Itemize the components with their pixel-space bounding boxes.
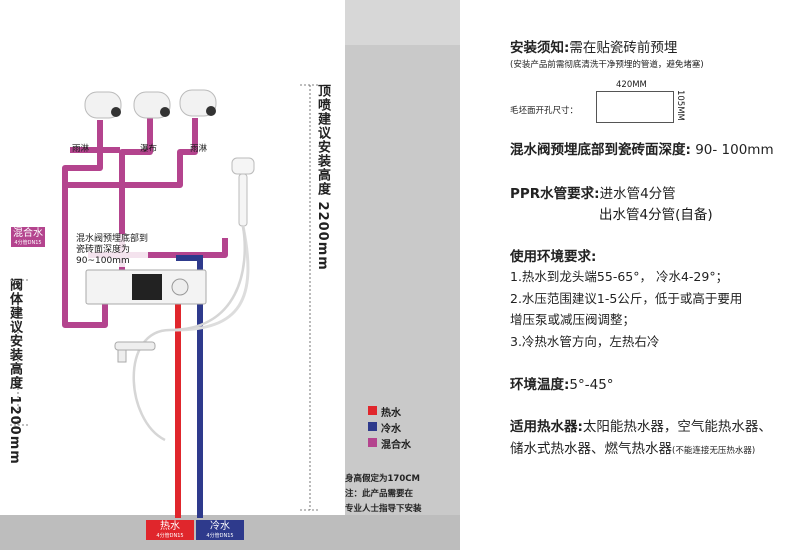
hand-shower-icon [174, 157, 255, 332]
env-title-text: 使用环境要求: [510, 249, 597, 265]
legend-mix-swatch [368, 438, 377, 447]
valve-height-value: 1200mm [7, 395, 22, 465]
mixed-water-tag: 混合水 4分管DN15 [11, 227, 45, 247]
env-requirement-title: 使用环境要求: [510, 245, 596, 265]
temp-title: 环境温度: [510, 377, 570, 393]
install-note-line1: 身高假定为170CM [345, 474, 420, 484]
mixed-water-pipes [62, 118, 228, 328]
legend-mix-label: 混合水 [381, 440, 411, 451]
heater-text1: 太阳能热水器，空气能热水器、 [582, 419, 772, 435]
install-notice-text: 需在贴瓷砖前预埋 [569, 40, 678, 56]
heater-line2: 储水式热水器、燃气热水器(不能连接无压热水器) [510, 437, 755, 457]
hot-water-tag: 热水 4分管DN15 [146, 520, 194, 540]
hot-water-tag-label: 热水 [160, 521, 180, 532]
nozzle-middle-label: 瀑布 [140, 144, 158, 154]
legend-cold-swatch [368, 422, 377, 431]
install-notice: 安装须知:需在贴瓷砖前预埋 [510, 36, 677, 56]
nozzle-right-icon [179, 89, 217, 117]
install-notice-sub: (安装产品前需彻底清洗干净预埋的管道，避免堵塞) [510, 60, 704, 70]
nozzle-right-label: 雨淋 [190, 144, 208, 154]
ppr-requirement: PPR水管要求:进水管4分管 [510, 182, 676, 202]
env-item-1: 1.热水到龙头端55-65°， 冷水4-29°； [510, 269, 729, 284]
nozzle-left-label: 雨淋 [72, 144, 90, 154]
nozzle-left-icon [84, 91, 122, 119]
hole-height-label: 105MM [675, 90, 685, 121]
hole-width-label: 420MM [616, 80, 647, 90]
embed-depth-value: 90- 100mm [690, 142, 774, 158]
ppr-inlet: 进水管4分管 [599, 186, 676, 202]
env-item-2: 2.水压范围建议1-5公斤，低于或高于要用 [510, 291, 743, 306]
valve-depth-note: 混水阀预埋底部到 瓷砖面深度为 90~100mm [76, 234, 149, 267]
heater-note: (不能连接无压热水器) [672, 446, 756, 456]
install-note-line2: 注：此产品需要在 [345, 489, 414, 499]
ppr-outlet: 出水管4分管(自备) [599, 207, 713, 223]
install-note-line3: 专业人士指导下安装 [345, 504, 422, 514]
heater-text2: 储水式热水器、燃气热水器 [510, 441, 672, 457]
top-spray-height-text: 顶喷建议安装高度 [315, 84, 330, 196]
hole-size-box [596, 91, 674, 123]
install-note: 身高假定为170CM 注：此产品需要在 专业人士指导下安装 [345, 472, 422, 517]
top-spray-height-value: 2200mm [315, 201, 330, 271]
hot-water-tag-sub: 4分管DN15 [156, 533, 184, 539]
valve-height-label: 阀体建议安装高度 1200mm [5, 278, 24, 465]
cold-water-tag: 冷水 4分管DN15 [196, 520, 244, 540]
temp-value: 5°-45° [569, 377, 614, 393]
mixing-valve-icon [85, 269, 207, 305]
cold-water-pipe [176, 255, 203, 518]
embed-depth: 混水阀预埋底部到瓷砖面深度: 90- 100mm [510, 138, 774, 158]
legend-cold-label: 冷水 [381, 424, 401, 435]
valve-note-line1: 混水阀预埋底部到 [76, 234, 149, 244]
nozzle-middle-icon [133, 91, 171, 119]
embed-depth-title: 混水阀预埋底部到瓷砖面深度: [510, 142, 691, 158]
ppr-title: PPR水管要求: [510, 186, 600, 202]
cold-water-tag-sub: 4分管DN15 [206, 533, 234, 539]
heater-title: 适用热水器: [510, 419, 583, 435]
legend-hot-swatch [368, 406, 377, 415]
top-spray-height-label: 顶喷建议安装高度 2200mm [313, 84, 332, 271]
valve-note-line2: 瓷砖面深度为 [76, 245, 131, 255]
mixed-water-tag-label: 混合水 [13, 228, 43, 239]
shower-hose [132, 225, 246, 442]
hole-size-label: 毛坯面开孔尺寸： [510, 106, 579, 116]
install-notice-title: 安装须知: [510, 40, 570, 56]
cold-water-tag-label: 冷水 [210, 521, 230, 532]
side-wall [345, 45, 460, 515]
valve-note-line3: 90~100mm [76, 256, 130, 266]
legend-hot-label: 热水 [381, 408, 401, 419]
tub-spout-icon [114, 341, 156, 363]
env-item-3: 3.冷热水管方向，左热右冷 [510, 334, 660, 349]
heater-compat: 适用热水器:太阳能热水器，空气能热水器、 [510, 415, 772, 435]
env-item-2b: 增压泵或减压阀调整； [510, 312, 636, 327]
height-dimension-lines [10, 84, 320, 511]
mixed-water-tag-sub: 4分管DN15 [14, 240, 42, 246]
env-temperature: 环境温度:5°-45° [510, 373, 614, 393]
valve-height-text: 阀体建议安装高度 [7, 278, 22, 390]
